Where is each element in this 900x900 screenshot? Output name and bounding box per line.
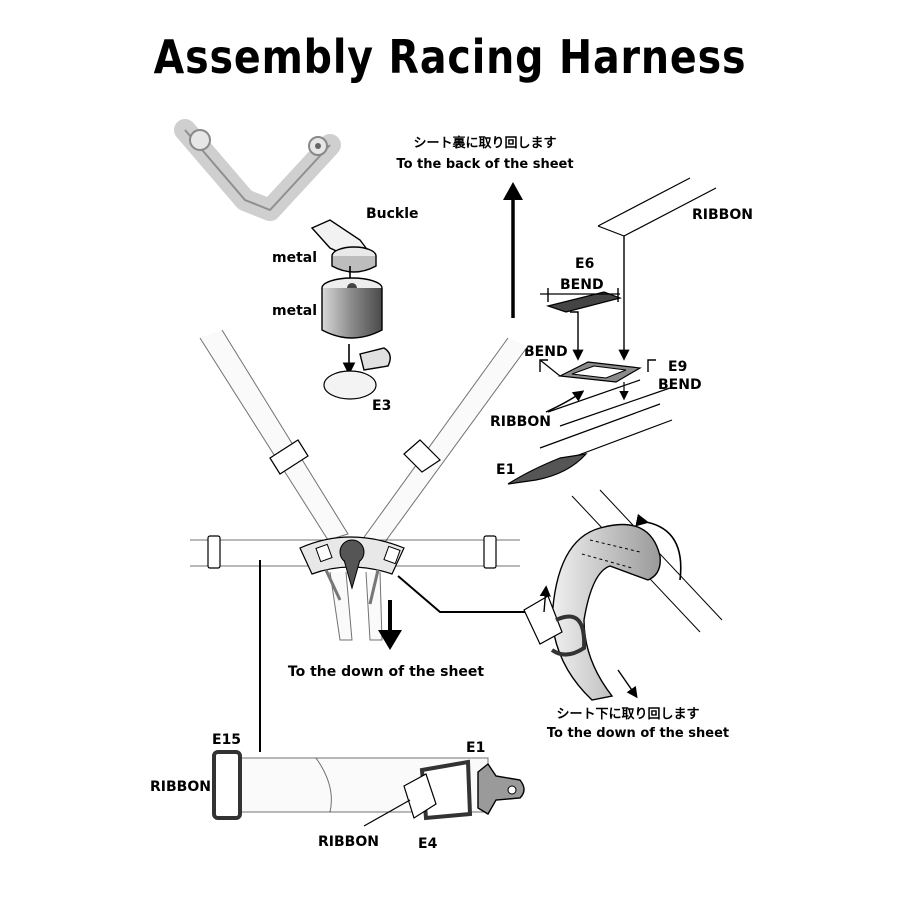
down-en-label: To the down of the sheet [547,726,729,741]
bottom-strap [212,750,525,827]
ribbon-left-label: RIBBON [150,779,211,795]
back-en-label: To the back of the sheet [396,157,573,172]
buckle-assembly [310,219,391,400]
ribbon-bend-detail [507,177,717,485]
e9-label: E9 [668,359,687,375]
buckle-label: Buckle [366,206,419,222]
loop-detail [523,489,723,701]
e3-label: E3 [372,398,391,414]
metal-mid-label: metal [272,303,317,319]
down-jp-label: シート下に取り回します [556,707,699,722]
central-harness [190,329,529,641]
ribbon-bottom-label: RIBBON [318,834,379,850]
back-jp-label: シート裏に取り回します [413,135,556,151]
leader-line-loop [397,575,530,613]
e1-bottom-label: E1 [466,740,485,756]
e1-mid-label: E1 [496,462,515,478]
e6-label: E6 [575,256,594,272]
e15-label: E15 [212,732,241,748]
bend-left-label: BEND [524,344,568,360]
bend-top-label: BEND [560,277,604,293]
metal-top-label: metal [272,250,317,266]
ribbon-top-label: RIBBON [692,207,753,223]
page-title: Assembly Racing Harness [153,30,747,84]
e4-label: E4 [418,836,438,852]
bend-right-label: BEND [658,377,702,393]
down-sheet-label: To the down of the sheet [288,664,485,680]
metal-bracket-image [174,119,341,221]
ribbon-mid-label: RIBBON [490,414,551,430]
